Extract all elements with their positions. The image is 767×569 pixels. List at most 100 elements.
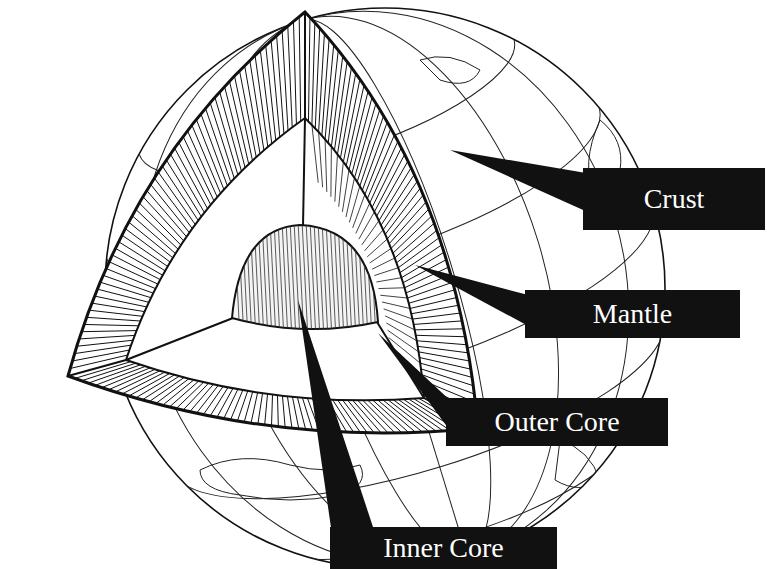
hatch-line: [229, 81, 248, 164]
hatch-line: [393, 216, 432, 253]
hatch-line: [386, 323, 416, 341]
hatch-line: [254, 220, 260, 340]
hatch-line: [391, 209, 429, 248]
hatch-line: [122, 372, 165, 394]
hatch-line: [395, 223, 434, 258]
hatch-line: [410, 298, 457, 309]
hatch-line: [271, 40, 280, 137]
hatch-line: [238, 220, 244, 340]
hatch-line: [97, 289, 149, 302]
hatch-line: [342, 170, 349, 212]
hatch-line: [143, 197, 184, 241]
hatch-line: [95, 296, 147, 307]
hatch-line: [403, 260, 446, 283]
hatch-line: [260, 50, 271, 143]
hatch-line: [234, 220, 240, 340]
hatch-line: [382, 302, 410, 308]
hatch-line: [325, 45, 334, 140]
hatch-line: [372, 258, 395, 269]
hatch-line: [277, 395, 279, 427]
hatch-line: [234, 76, 252, 161]
label-box: Mantle: [525, 290, 740, 338]
callout-pointers: [298, 150, 592, 562]
callout-pointer: [378, 333, 454, 436]
hatch-line: [240, 71, 257, 157]
hatch-line: [139, 203, 181, 245]
hatch-line: [92, 303, 145, 312]
hatch-line: [112, 255, 160, 280]
hatch-line: [365, 128, 391, 194]
hatch-line: [95, 366, 145, 385]
hatch-line: [156, 379, 189, 404]
hatch-line: [79, 335, 135, 339]
hatch-line: [272, 395, 273, 427]
mantle-core-boundary: [126, 118, 424, 400]
layer-label: Outer Core: [494, 407, 619, 438]
hatch-line: [84, 324, 139, 325]
hatch-line: [417, 341, 467, 345]
hatch-line: [359, 212, 375, 239]
hatch-line: [169, 381, 198, 407]
hatch-line: [217, 388, 233, 417]
label-box: Inner Core: [330, 527, 557, 569]
hatch-line: [362, 221, 379, 245]
hatch-line: [414, 321, 462, 325]
hatch-line: [349, 186, 359, 222]
hatch-line: [147, 190, 187, 236]
hatch-line: [415, 329, 464, 330]
hatch-line: [163, 380, 194, 405]
hatch-line: [87, 317, 141, 321]
hatch-line: [362, 122, 387, 190]
hatch-line: [108, 369, 154, 389]
hatch-line: [413, 313, 461, 319]
hatch-line: [115, 248, 162, 275]
callout-pointer: [415, 265, 532, 328]
hatch-line: [125, 229, 170, 263]
graticule-lines: [35, 0, 734, 569]
hatch-line: [231, 390, 243, 420]
hatch-line: [251, 392, 258, 423]
face-edge: [68, 360, 126, 376]
hatch-line: [418, 346, 468, 353]
hatch-line: [362, 220, 368, 340]
cut-face-edges: [68, 12, 478, 428]
hatch-line: [250, 220, 256, 340]
callout-pointer: [298, 300, 374, 562]
hatch-line: [370, 220, 376, 340]
inner-core-hatching: [234, 220, 384, 340]
hatch-line: [383, 400, 423, 432]
hatch-line: [244, 392, 252, 422]
hatch-line: [312, 125, 318, 183]
hatch-line: [397, 230, 437, 263]
hatch-line: [352, 97, 372, 174]
hatch-line: [258, 220, 264, 340]
hatch-line: [370, 248, 391, 263]
hatch-line: [205, 108, 230, 182]
hatch-line: [376, 278, 401, 282]
hatch-line: [380, 295, 407, 298]
hatch-line: [389, 202, 426, 244]
layer-label: Inner Core: [383, 533, 504, 564]
hatch-line: [409, 290, 455, 303]
hatch-line: [419, 358, 470, 370]
hatch-line: [407, 282, 452, 298]
continent-outline: [40, 206, 74, 249]
hatch-line: [302, 398, 312, 431]
hatch-line: [416, 335, 465, 336]
continent-outline: [420, 57, 480, 84]
face-edge: [304, 12, 306, 118]
hatch-line: [343, 79, 360, 162]
layer-label: Crust: [644, 184, 705, 215]
hatch-line: [350, 220, 356, 340]
hatch-line: [346, 220, 352, 340]
hatch-line: [102, 368, 150, 388]
hatch-line: [330, 147, 331, 197]
hatch-line: [356, 203, 370, 233]
hatch-line: [297, 397, 305, 429]
hatch-line: [287, 396, 292, 428]
hatch-line: [325, 139, 327, 192]
hatch-line: [187, 131, 217, 197]
hatch-line: [122, 235, 168, 266]
